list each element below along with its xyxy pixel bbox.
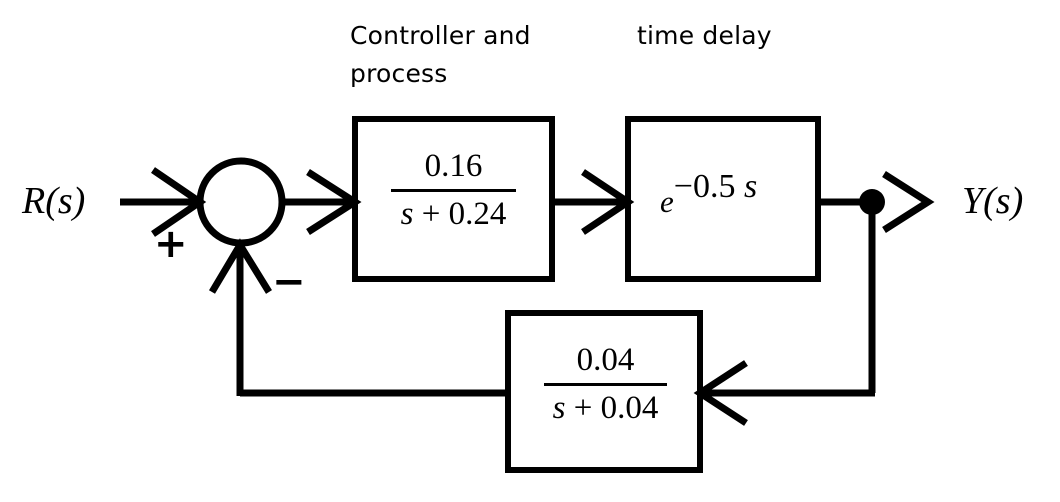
input-signal-label: R(s)	[22, 180, 86, 222]
output-signal-label: Y(s)	[962, 180, 1024, 222]
controller-fraction-bar	[391, 188, 516, 192]
feedback-fraction-bar	[544, 382, 667, 386]
feedback-transfer-function: 0.04 s + 0.04	[528, 342, 683, 428]
time-delay-exponent-sign: −	[673, 168, 693, 205]
controller-denominator: s + 0.24	[375, 196, 532, 234]
input-arrowhead-icon	[151, 167, 207, 237]
time-delay-exponent: −0.5 s	[674, 168, 757, 205]
time-delay-expression: e−0.5 s	[660, 168, 757, 219]
time-delay-exponent-coeff: 0.5	[692, 168, 736, 205]
controller-transfer-function: 0.16 s + 0.24	[375, 148, 532, 234]
time-delay-exponent-var: s	[743, 168, 758, 205]
feedback-denominator: s + 0.04	[528, 390, 683, 428]
feedback-denominator-op: +	[573, 389, 593, 426]
controller-denominator-var: s	[400, 195, 414, 232]
sum-minus-sign: −	[272, 259, 306, 305]
label-controller-process-line1: Controller and	[350, 21, 531, 50]
feedback-denominator-const: 0.04	[600, 389, 659, 426]
sum-plus-sign: +	[154, 221, 188, 267]
feedback-denominator-var: s	[552, 389, 566, 426]
controller-numerator: 0.16	[424, 148, 483, 184]
time-delay-base: e	[660, 184, 674, 219]
feedback-arrowhead-icon	[208, 238, 272, 294]
output-arrowhead-icon	[882, 171, 935, 233]
controller-denominator-op: +	[421, 195, 441, 232]
label-controller-process-line2: process	[350, 59, 448, 88]
label-time-delay: time delay	[637, 21, 772, 50]
feedback-numerator: 0.04	[576, 342, 635, 378]
summing-junction	[196, 157, 286, 247]
controller-denominator-const: 0.24	[448, 195, 507, 232]
